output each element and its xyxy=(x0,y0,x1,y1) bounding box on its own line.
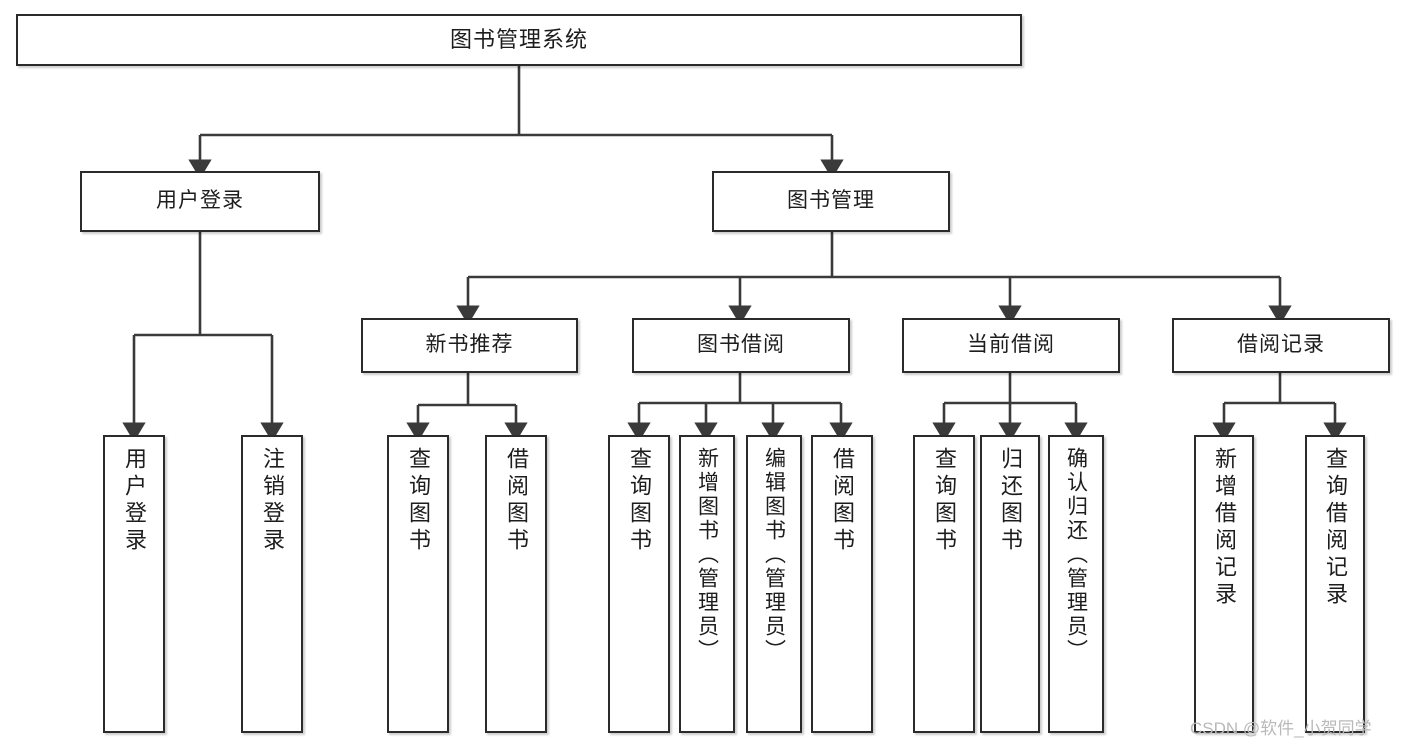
node-label: 图书管理 xyxy=(787,189,875,213)
node-label: 新增借阅记录 xyxy=(1212,447,1237,609)
node-label: 注销登录 xyxy=(260,447,285,555)
node-label: 查询图书 xyxy=(932,447,957,555)
leaf-add-book-admin[interactable]: 新增图书（管理员） xyxy=(679,435,735,733)
node-new-book-recommend[interactable]: 新书推荐 xyxy=(361,318,578,373)
node-label: 查询图书 xyxy=(627,447,652,555)
node-label: 当前借阅 xyxy=(967,333,1055,357)
node-label: 新书推荐 xyxy=(425,333,514,357)
node-label: 查询借阅记录 xyxy=(1323,447,1348,609)
leaf-query-book-current[interactable]: 查询图书 xyxy=(913,435,975,733)
node-label: 新增图书（管理员） xyxy=(695,447,719,663)
node-label: 归还图书 xyxy=(998,447,1023,555)
node-label: 查询图书 xyxy=(406,447,431,555)
node-label: 图书管理系统 xyxy=(449,27,588,53)
node-book-borrow[interactable]: 图书借阅 xyxy=(632,318,850,373)
leaf-query-book-borrow[interactable]: 查询图书 xyxy=(608,435,670,733)
node-label: 用户登录 xyxy=(156,189,244,213)
node-user-login[interactable]: 用户登录 xyxy=(80,171,320,232)
node-label: 图书借阅 xyxy=(697,333,785,357)
leaf-borrow-book[interactable]: 借阅图书 xyxy=(811,435,873,733)
node-borrow-record[interactable]: 借阅记录 xyxy=(1172,318,1390,373)
node-current-borrow[interactable]: 当前借阅 xyxy=(902,318,1120,373)
leaf-confirm-return-admin[interactable]: 确认归还（管理员） xyxy=(1048,435,1104,733)
leaf-logout[interactable]: 注销登录 xyxy=(241,435,303,733)
node-label: 借阅记录 xyxy=(1237,333,1325,357)
leaf-return-book[interactable]: 归还图书 xyxy=(980,435,1040,733)
node-label: 编辑图书（管理员） xyxy=(762,447,786,663)
node-label: 借阅图书 xyxy=(830,447,855,555)
node-label: 确认归还（管理员） xyxy=(1064,447,1088,663)
node-book-manage[interactable]: 图书管理 xyxy=(712,171,950,232)
node-root-system[interactable]: 图书管理系统 xyxy=(16,14,1022,66)
node-label: 用户登录 xyxy=(122,447,147,555)
leaf-user-login[interactable]: 用户登录 xyxy=(103,435,165,733)
leaf-edit-book-admin[interactable]: 编辑图书（管理员） xyxy=(746,435,802,733)
leaf-query-borrow-record[interactable]: 查询借阅记录 xyxy=(1305,435,1365,733)
csdn-watermark: CSDN @软件_小贺同学 xyxy=(1190,719,1372,738)
leaf-add-borrow-record[interactable]: 新增借阅记录 xyxy=(1194,435,1254,733)
leaf-borrow-book-recommend[interactable]: 借阅图书 xyxy=(485,435,547,733)
leaf-query-book-recommend[interactable]: 查询图书 xyxy=(387,435,449,733)
node-label: 借阅图书 xyxy=(504,447,529,555)
